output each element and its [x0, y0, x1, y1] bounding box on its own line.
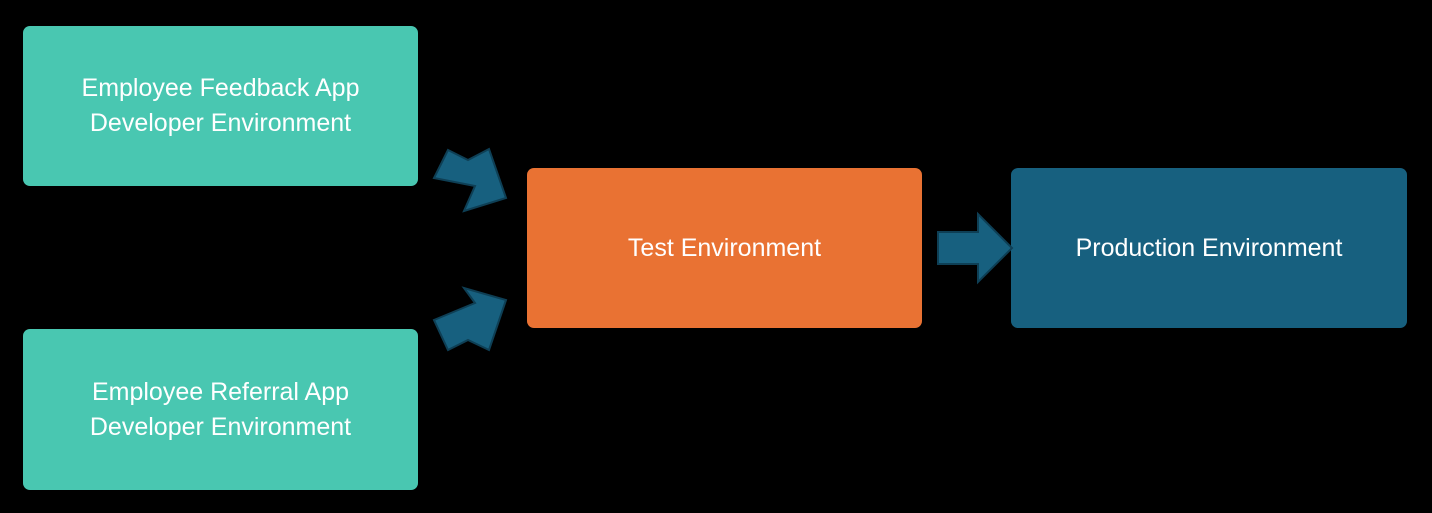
- test-environment-label: Test Environment: [627, 233, 822, 262]
- arrow-test-to-production-icon: [937, 211, 1014, 285]
- test-environment-box: Test Environment: [527, 168, 922, 328]
- feedback-app-dev-environment-box: Employee Feedback App Developer Environm…: [23, 26, 418, 186]
- referral-app-subtitle: Developer Environment: [89, 412, 352, 441]
- production-environment-label: Production Environment: [1075, 233, 1343, 262]
- feedback-app-title: Employee Feedback App: [81, 74, 360, 102]
- arrow-feedback-to-test-icon: [432, 147, 508, 213]
- arrow-referral-to-test-icon: [432, 286, 508, 352]
- referral-app-title: Employee Referral App: [91, 377, 350, 406]
- feedback-app-subtitle: Developer Environment: [89, 109, 352, 137]
- referral-app-dev-environment-box: Employee Referral App Developer Environm…: [23, 329, 418, 490]
- production-environment-box: Production Environment: [1011, 168, 1407, 328]
